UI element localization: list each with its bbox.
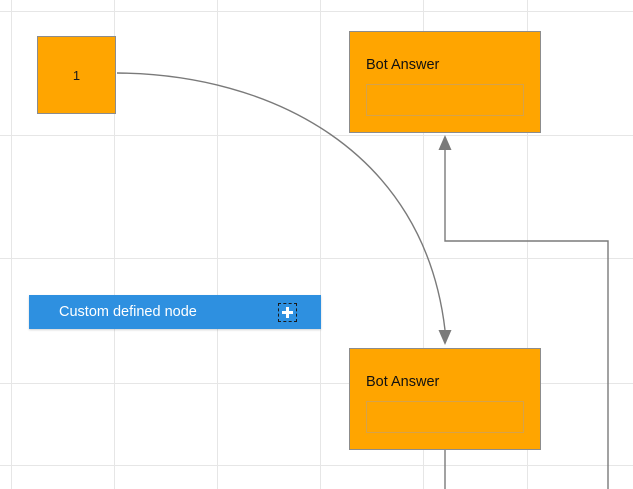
bot-answer-node-bottom[interactable]: Bot Answer: [349, 348, 541, 450]
custom-defined-node-label: Custom defined node: [59, 303, 197, 320]
start-node-label: 1: [72, 67, 81, 83]
custom-defined-node-bar[interactable]: Custom defined node: [29, 295, 321, 329]
plus-icon[interactable]: [278, 302, 297, 322]
bot-answer-node-top-title: Bot Answer: [366, 57, 440, 73]
bot-answer-node-bottom-title: Bot Answer: [366, 374, 440, 390]
bot-answer-node-bottom-slot[interactable]: [366, 401, 524, 433]
bot-answer-node-top[interactable]: Bot Answer: [349, 31, 541, 133]
arrowhead-up-icon: [438, 135, 452, 150]
arrowhead-down-icon: [438, 330, 452, 345]
start-node[interactable]: 1: [37, 36, 116, 114]
bot-answer-node-top-slot[interactable]: [366, 84, 524, 116]
